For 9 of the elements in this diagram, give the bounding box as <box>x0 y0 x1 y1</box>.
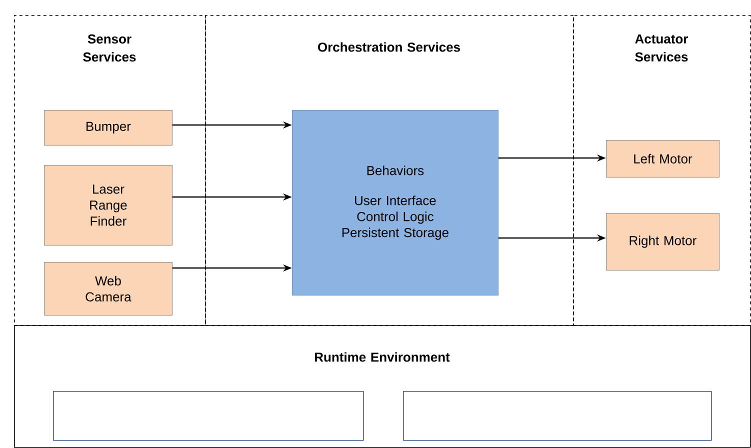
runtime-region: Runtime Environment <box>14 325 751 448</box>
service-box: Bumper <box>44 110 172 146</box>
service-box: Laser Range Finder <box>44 165 172 246</box>
behaviors-box: Behaviors User Interface Control Logic Persistent Storage <box>292 110 498 296</box>
service-box: Right Motor <box>606 213 720 270</box>
runtime-component-box <box>403 391 712 441</box>
runtime-component-box <box>53 391 364 441</box>
service-box: Web Camera <box>44 262 172 316</box>
service-box: Left Motor <box>606 140 720 178</box>
